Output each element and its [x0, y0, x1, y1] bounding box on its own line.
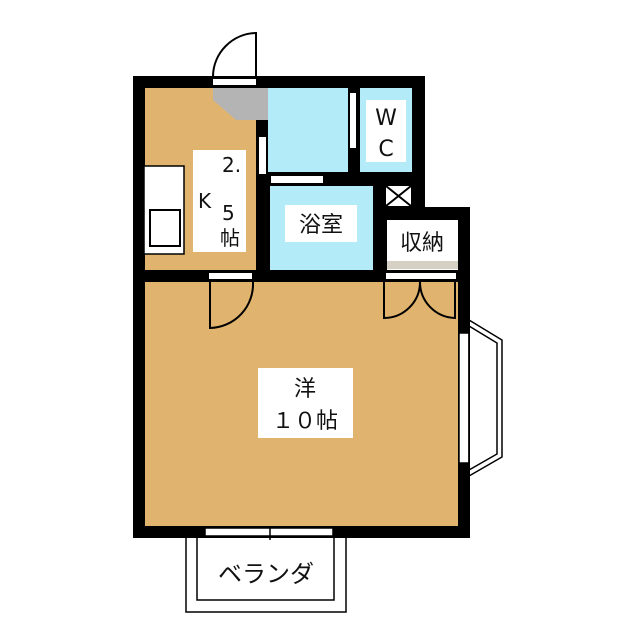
kitchen-label-4: 帖	[220, 226, 240, 250]
storage-door-gap	[386, 273, 456, 279]
kitchen-label-1: 2.	[222, 153, 241, 177]
storage-doors[interactable]	[383, 281, 456, 320]
bath-door[interactable]	[271, 176, 323, 183]
wc-door[interactable]	[350, 93, 356, 148]
washroom-door[interactable]	[259, 137, 266, 174]
storage-label: 収納	[400, 231, 444, 256]
wc-label-2: C	[378, 137, 393, 162]
balcony-label: ベランダ	[218, 560, 314, 588]
wc-label-bg	[366, 100, 406, 162]
western-room-label-1: 洋	[294, 377, 316, 402]
kitchen-label-bg	[193, 150, 246, 252]
room-door[interactable]	[209, 281, 255, 330]
western-room-label-2: １０帖	[272, 409, 338, 434]
balcony	[185, 526, 347, 613]
kitchen-label-2: K	[198, 189, 212, 213]
room-door-gap	[209, 273, 252, 279]
western-room-label-bg	[258, 368, 353, 438]
washroom-floor	[268, 88, 348, 172]
entrance-door-gap	[213, 79, 256, 85]
wc-label-1: W	[375, 106, 397, 131]
kitchen-label-3: 5	[222, 201, 235, 225]
bay-window[interactable]	[458, 319, 503, 477]
bath-label-bg	[285, 205, 357, 242]
bath-label: 浴室	[299, 213, 343, 238]
entrance-door[interactable]	[212, 31, 257, 77]
kitchen-sink	[143, 165, 185, 255]
duct-x-icon	[385, 185, 412, 207]
